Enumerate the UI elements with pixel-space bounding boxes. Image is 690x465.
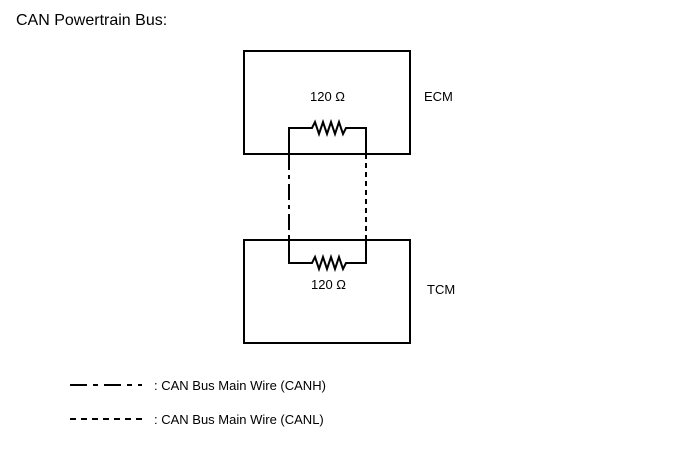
tcm-resistor	[288, 240, 367, 273]
ecm-resistor	[288, 118, 367, 154]
tcm-box	[243, 239, 411, 344]
ecm-box	[243, 50, 411, 155]
diagram-title: CAN Powertrain Bus:	[16, 12, 168, 29]
tcm-label: TCM	[427, 282, 455, 297]
legend-canl-label: : CAN Bus Main Wire (CANL)	[154, 412, 324, 427]
ecm-label: ECM	[424, 89, 453, 104]
tcm-resistor-label: 120 Ω	[311, 277, 346, 292]
legend-canh-label: : CAN Bus Main Wire (CANH)	[154, 378, 326, 393]
ecm-resistor-label: 120 Ω	[310, 89, 345, 104]
